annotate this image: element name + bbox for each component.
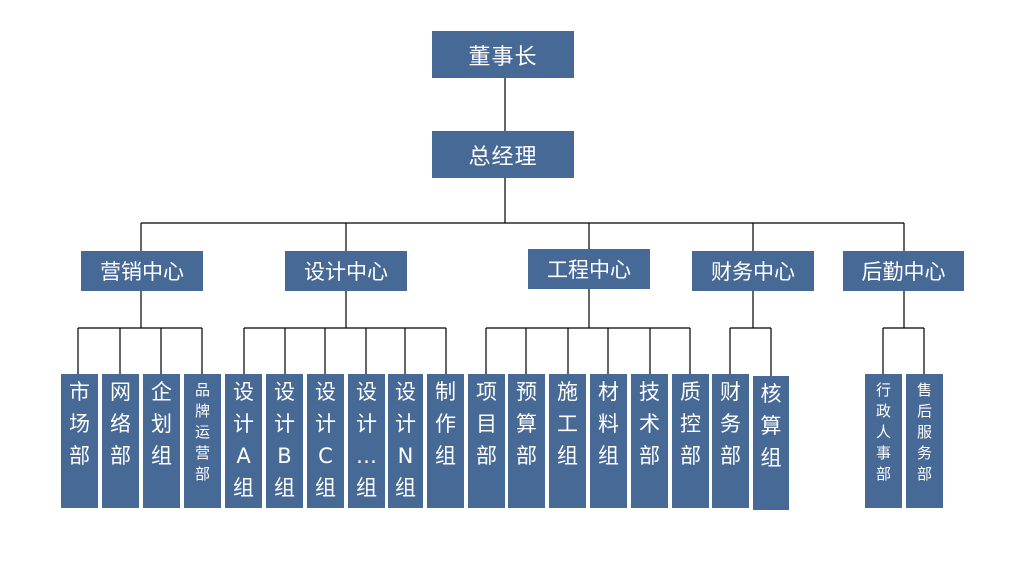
general-manager-box: 总经理 (432, 131, 574, 178)
dept-brand-ops: 品 牌 运 营 部 (184, 374, 221, 508)
dept-materials: 材 料 组 (590, 374, 627, 508)
dept-network: 网 络 部 (102, 374, 139, 508)
dept-after-sales: 售 后 服 务 部 (906, 374, 943, 508)
dept-budget: 预 算 部 (508, 374, 545, 508)
dept-project: 项 目 部 (468, 374, 505, 508)
dept-design-a: 设 计 A 组 (225, 374, 262, 508)
dept-finance: 财 务 部 (712, 374, 749, 508)
dept-construction: 施 工 组 (549, 374, 586, 508)
chairman-box: 董事长 (432, 31, 574, 78)
dept-planning: 企 划 组 (143, 374, 180, 508)
dept-design-n: 设 计 N 组 (388, 374, 423, 508)
dept-admin-hr: 行 政 人 事 部 (865, 374, 902, 508)
dept-production: 制 作 组 (427, 374, 464, 508)
dept-quality: 质 控 部 (672, 374, 709, 508)
dept-design-etc: 设 计 … 组 (348, 374, 385, 508)
dept-design-c: 设 计 C 组 (307, 374, 344, 508)
center-logistics: 后勤中心 (843, 251, 964, 291)
center-design: 设计中心 (285, 251, 407, 291)
center-finance: 财务中心 (692, 251, 814, 291)
center-marketing: 营销中心 (81, 251, 203, 291)
dept-design-b: 设 计 B 组 (266, 374, 303, 508)
center-engineering: 工程中心 (528, 249, 650, 289)
dept-technical: 技 术 部 (631, 374, 668, 508)
dept-market: 市 场 部 (61, 374, 98, 508)
dept-accounting: 核 算 组 (753, 376, 789, 510)
